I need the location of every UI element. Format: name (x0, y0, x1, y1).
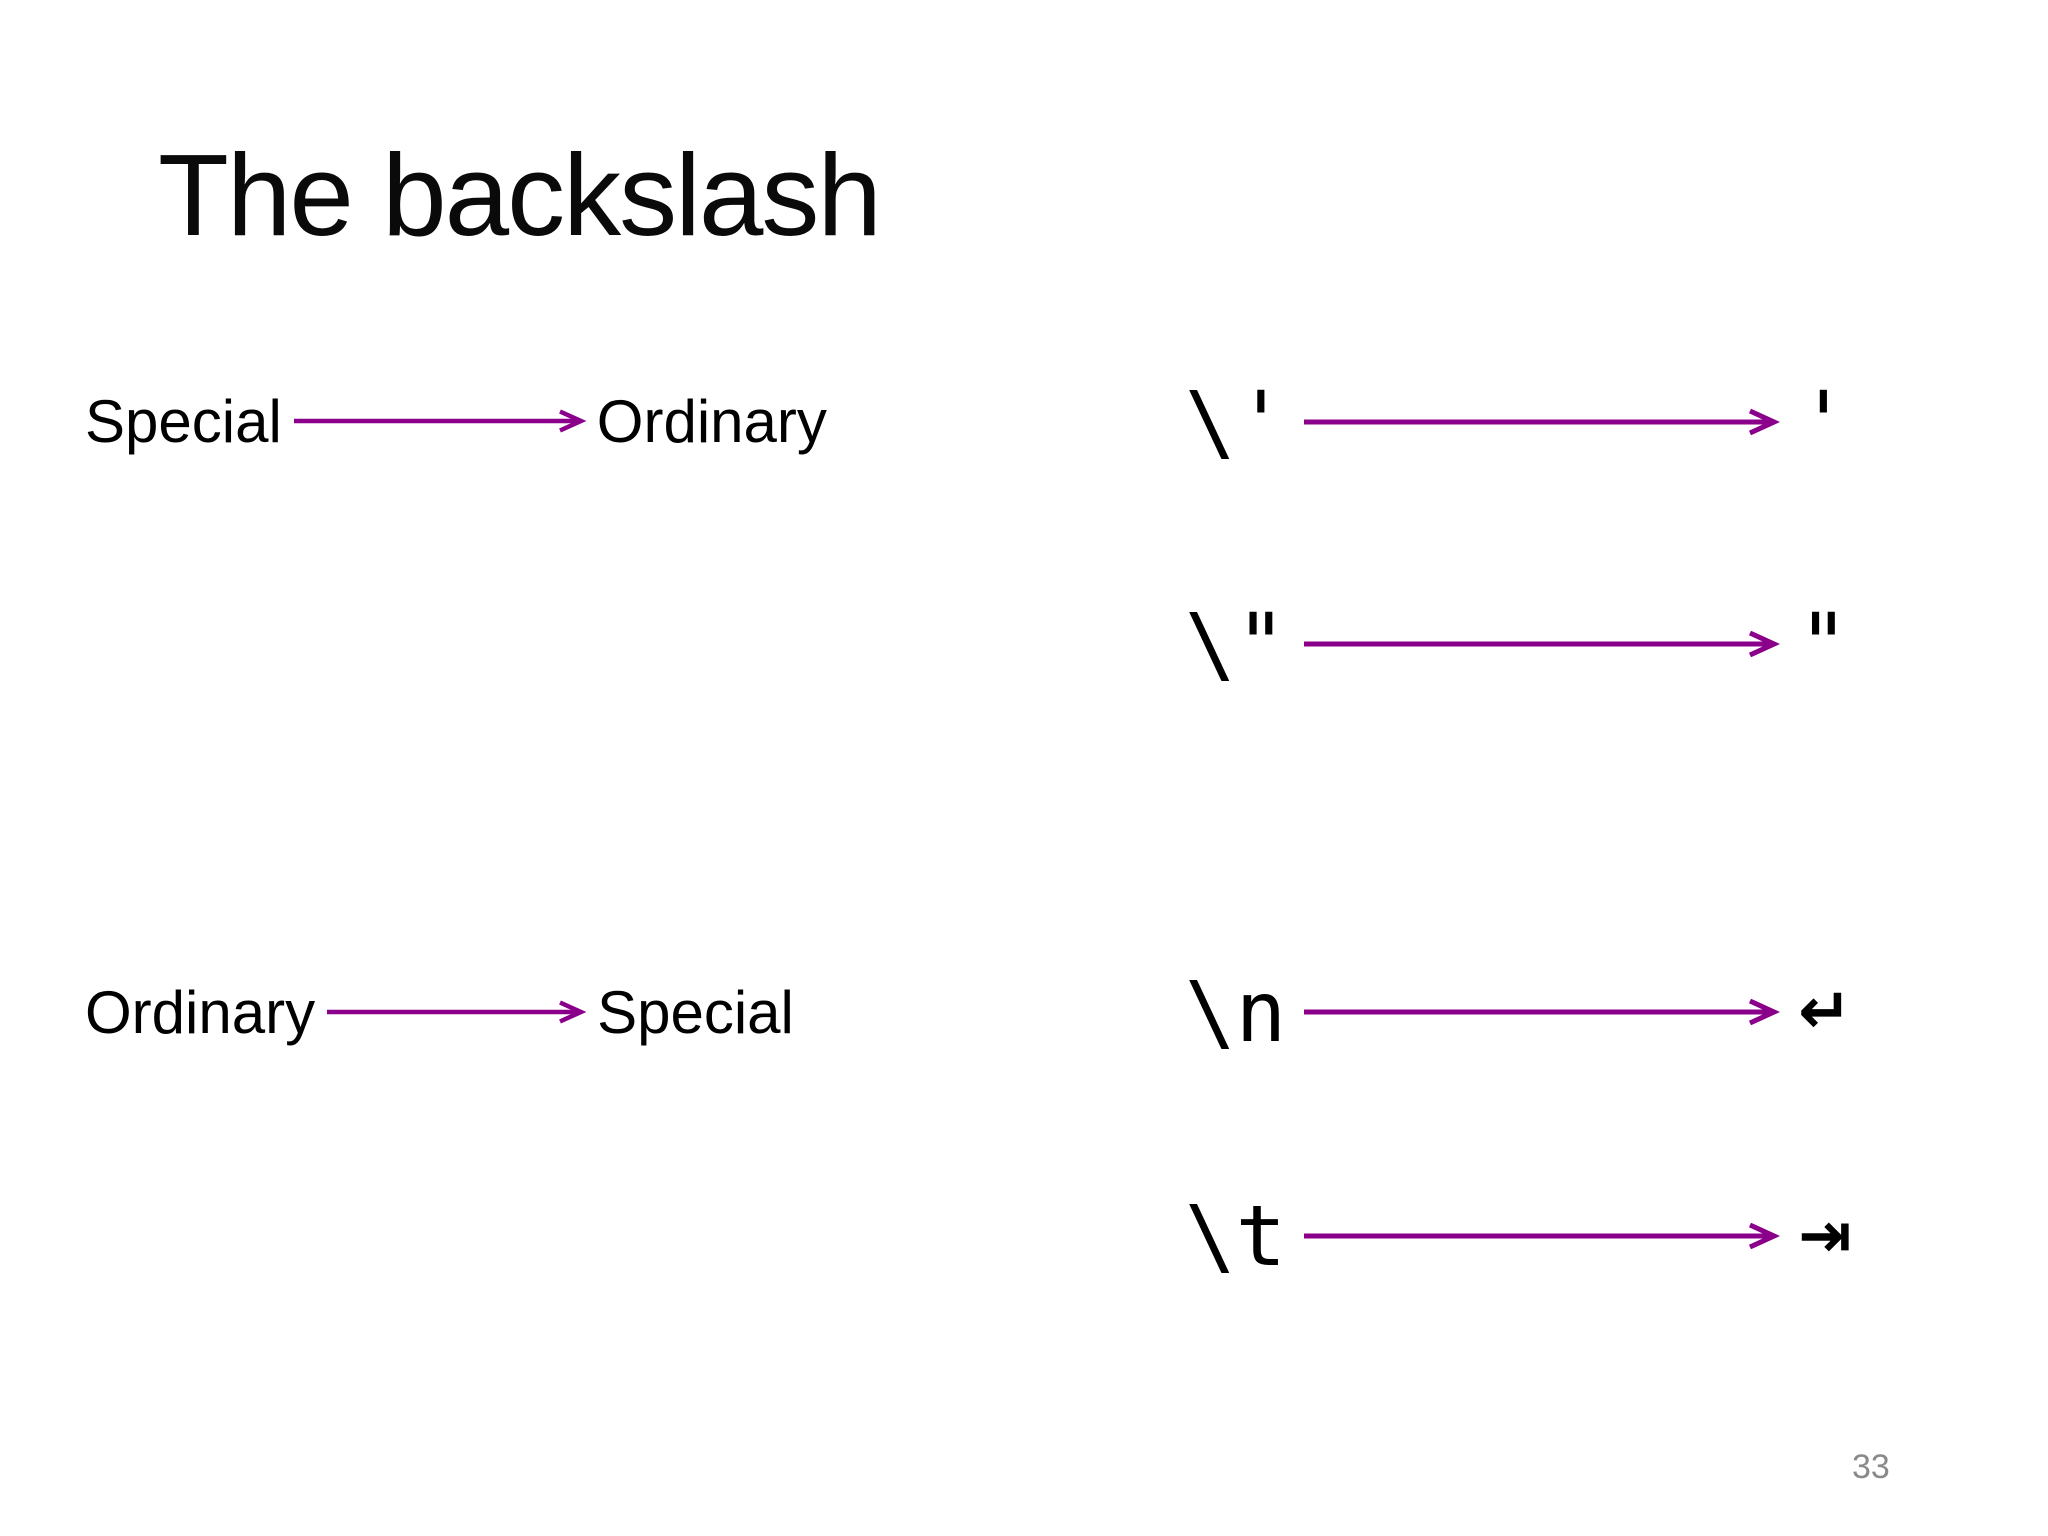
escape-row-newline: \n ↵ (1185, 947, 1852, 1077)
mapping-source-label: Special (85, 387, 282, 455)
arrow-right-icon (1304, 998, 1781, 1026)
arrow-right-icon (293, 409, 587, 433)
mapping-row-ordinary-to-special: Ordinary Special (85, 967, 794, 1057)
page-number: 33 (1852, 1448, 1890, 1486)
escape-code: \n (1185, 963, 1287, 1061)
escape-row-double-quote: \" " (1185, 579, 1849, 709)
mapping-target-label: Ordinary (596, 387, 827, 455)
escape-result tab-symbol: ⇥ (1798, 1199, 1852, 1273)
escape-result: ' (1798, 373, 1849, 471)
escape-row-single-quote: \' ' (1185, 357, 1849, 487)
mapping-source-label: Ordinary (85, 978, 316, 1046)
arrow-right-icon (1304, 408, 1781, 436)
escape-result newline-return-symbol: ↵ (1798, 975, 1852, 1049)
escape-result: " (1798, 595, 1849, 693)
arrow-right-icon (1304, 1222, 1781, 1250)
arrow-right-icon (1304, 630, 1781, 658)
slide-title: The backslash (158, 130, 882, 260)
arrow-right-icon (327, 1000, 587, 1024)
mapping-target-label: Special (597, 978, 794, 1046)
escape-row-tab: \t ⇥ (1185, 1171, 1852, 1301)
escape-code: \' (1185, 373, 1287, 471)
escape-code: \t (1185, 1187, 1287, 1285)
mapping-row-special-to-ordinary: Special Ordinary (85, 376, 827, 466)
escape-code: \" (1185, 595, 1287, 693)
